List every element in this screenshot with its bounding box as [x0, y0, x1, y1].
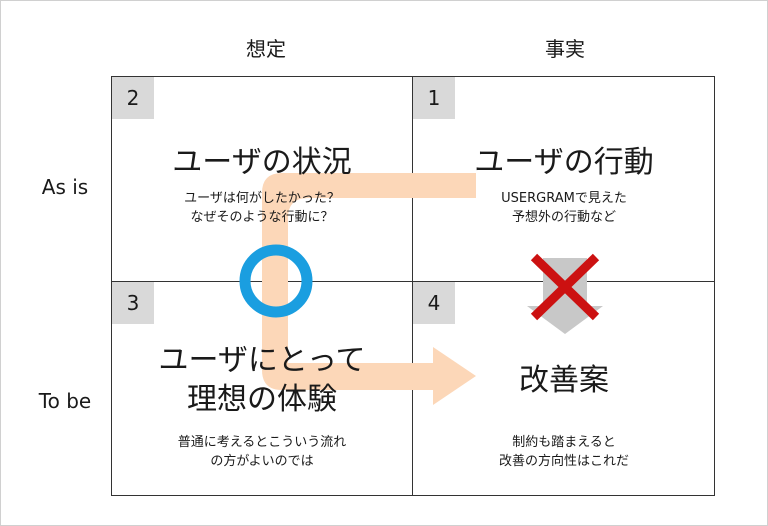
row-header-as-is: As is	[41, 175, 89, 199]
down-arrow-icon	[527, 258, 603, 334]
quadrant-1-subtext: USERGRAMで見えた 予想外の行動など	[501, 191, 627, 225]
quadrant-number-4: 4	[413, 282, 455, 324]
cross-mark-icon	[530, 253, 600, 321]
flow-arrow-shape	[262, 173, 476, 405]
quadrant-3-subtext: 普通に考えるとこういう流れ の方がよいのでは	[177, 435, 347, 469]
grid-horizontal-divider	[111, 281, 715, 282]
circle-mark-icon	[239, 244, 313, 318]
quadrant-3-title-line-2: 理想の体験	[187, 382, 337, 417]
column-header-fact: 事実	[545, 37, 585, 61]
quadrant-4-subtext: 制約も踏まえると 改善の方向性はこれだ	[498, 435, 629, 469]
row-header-to-be: To be	[38, 389, 92, 413]
quadrant-4-title: 改善案	[519, 363, 609, 398]
grid-vertical-divider	[412, 76, 413, 496]
column-header-assumption: 想定	[246, 37, 286, 61]
quadrant-number-2: 2	[112, 77, 154, 119]
quadrant-grid	[111, 76, 715, 496]
quadrant-2-subtext: ユーザは何がしたかった？ なぜそのような行動に？	[184, 191, 340, 225]
quadrant-2-title: ユーザの状況	[172, 145, 352, 180]
quadrant-number-1: 1	[413, 77, 455, 119]
quadrant-3-title-line-1: ユーザにとって	[158, 343, 366, 378]
quadrant-number-3: 3	[112, 282, 154, 324]
quadrant-1-title: ユーザの行動	[474, 145, 654, 180]
